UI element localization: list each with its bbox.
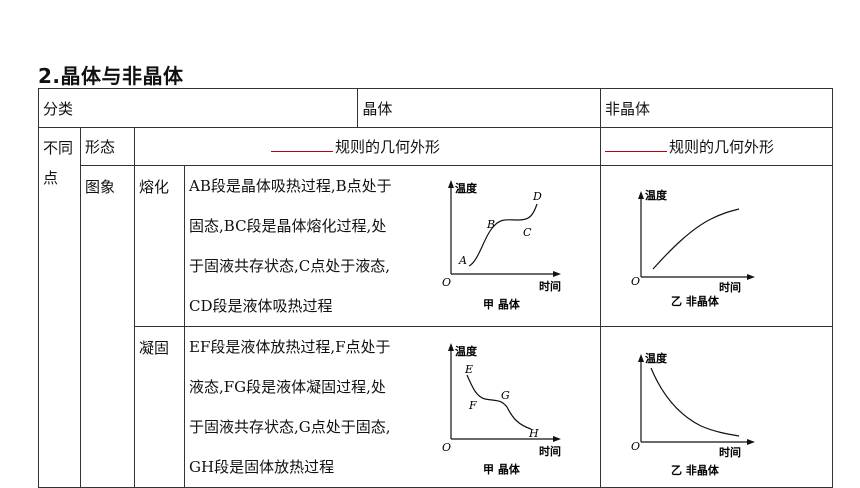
comparison-table: 分类 晶体 非晶体 不同 点 形态 规则的几何外形 规则的几何外形 图象 熔化 … <box>37 88 834 488</box>
solidifying-amorphous-origin: O <box>631 440 640 453</box>
melting-crystal-origin: O <box>442 276 451 289</box>
shape-sublabel: 形态 <box>80 127 135 166</box>
solidifying-amorphous-cell: 温度 时间 O 乙 非晶体 <box>600 326 834 488</box>
solidifying-description-cell: EF段是液体放热过程,F点处于 液态,FG段是液体凝固过程,处 于固液共存状态,… <box>183 326 602 488</box>
amorphous-shape-text: 规则的几何外形 <box>669 138 775 156</box>
table-row-shape: 不同 点 形态 规则的几何外形 规则的几何外形 <box>38 127 834 488</box>
solidifying-amorphous-xlabel: 时间 <box>719 445 741 459</box>
row-label-different-points: 不同 点 <box>38 127 81 488</box>
header-category: 分类 <box>43 99 74 118</box>
table-row-melting: 图象 熔化 AB段是晶体吸热过程,B点处于 固态,BC段是晶体熔化过程,处 于固… <box>39 165 834 488</box>
solidifying-desc-line: 液态,FG段是液体凝固过程,处 <box>189 378 386 396</box>
melting-desc-line: 固态,BC段是晶体熔化过程,处 <box>189 217 387 235</box>
melting-amorphous-origin: O <box>631 275 640 288</box>
melting-crystal-ylabel: 温度 <box>455 181 478 195</box>
melting-description-cell: AB段是晶体吸热过程,B点处于 固态,BC段是晶体熔化过程,处 于固液共存状态,… <box>183 165 602 327</box>
melting-point-a: A <box>458 254 467 267</box>
melting-crystal-graph: 温度 时间 O A B C D 甲 晶体 <box>442 180 561 311</box>
melting-amorphous-ylabel: 温度 <box>645 188 668 202</box>
melting-desc-line: AB段是晶体吸热过程,B点处于 <box>189 177 392 195</box>
header-amorphous: 非晶体 <box>600 88 834 128</box>
melting-amorphous-caption: 乙 非晶体 <box>671 294 720 308</box>
table-row-solidifying: 凝固 EF段是液体放热过程,F点处于 液态,FG段是液体凝固过程,处 于固液共存… <box>39 326 834 488</box>
melting-desc-line: 于固液共存状态,C点处于液态, <box>189 257 391 275</box>
solidifying-point-f: F <box>468 399 477 412</box>
image-sublabel: 图象 <box>80 165 135 488</box>
melting-point-c: C <box>523 226 532 239</box>
table-header-row: 分类 晶体 非晶体 <box>37 88 834 128</box>
solidifying-point-e: E <box>464 363 473 376</box>
solidifying-point-g: G <box>501 389 510 402</box>
solidifying-label: 凝固 <box>134 326 185 488</box>
crystal-shape-cell: 规则的几何外形 <box>133 127 602 166</box>
melting-label: 熔化 <box>134 165 185 327</box>
amorphous-shape-cell: 规则的几何外形 <box>600 127 834 166</box>
melting-amorphous-curve <box>652 208 740 270</box>
solidifying-desc-line: EF段是液体放热过程,F点处于 <box>189 338 391 356</box>
melting-desc-line: CD段是液体吸热过程 <box>189 297 333 315</box>
melting-crystal-curve <box>468 203 538 267</box>
solidifying-desc-line: GH段是固体放热过程 <box>189 458 335 476</box>
crystal-shape-blank[interactable] <box>271 137 333 152</box>
solidifying-amorphous-ylabel: 温度 <box>645 351 668 365</box>
solidifying-desc-line: 于固液共存状态,G点处于固态, <box>189 418 391 436</box>
header-crystal: 晶体 <box>357 89 599 127</box>
solidifying-amorphous-caption: 乙 非晶体 <box>671 463 720 477</box>
solidifying-crystal-ylabel: 温度 <box>455 344 478 358</box>
melting-point-d: D <box>532 190 542 203</box>
melting-amorphous-cell: 温度 时间 O 乙 非晶体 <box>600 165 834 327</box>
melting-crystal-xlabel: 时间 <box>539 279 561 293</box>
section-heading: 2.晶体与非晶体 <box>38 64 184 88</box>
melting-amorphous-xlabel: 时间 <box>719 280 741 294</box>
melting-point-b: B <box>486 218 495 231</box>
amorphous-shape-blank[interactable] <box>605 137 668 152</box>
solidifying-crystal-caption: 甲 晶体 <box>483 462 521 476</box>
crystal-shape-text: 规则的几何外形 <box>335 138 441 156</box>
solidifying-crystal-xlabel: 时间 <box>539 444 561 458</box>
solidifying-amorphous-graph: 温度 时间 O 乙 非晶体 <box>631 351 756 477</box>
solidifying-point-h: H <box>528 427 539 440</box>
solidifying-crystal-curve <box>466 374 532 430</box>
melting-crystal-caption: 甲 晶体 <box>483 297 521 311</box>
solidifying-amorphous-curve <box>650 367 740 437</box>
melting-amorphous-graph: 温度 时间 O 乙 非晶体 <box>631 188 756 308</box>
solidifying-crystal-origin: O <box>442 441 451 454</box>
solidifying-crystal-graph: 温度 时间 O E F G H 甲 晶体 <box>442 343 561 476</box>
